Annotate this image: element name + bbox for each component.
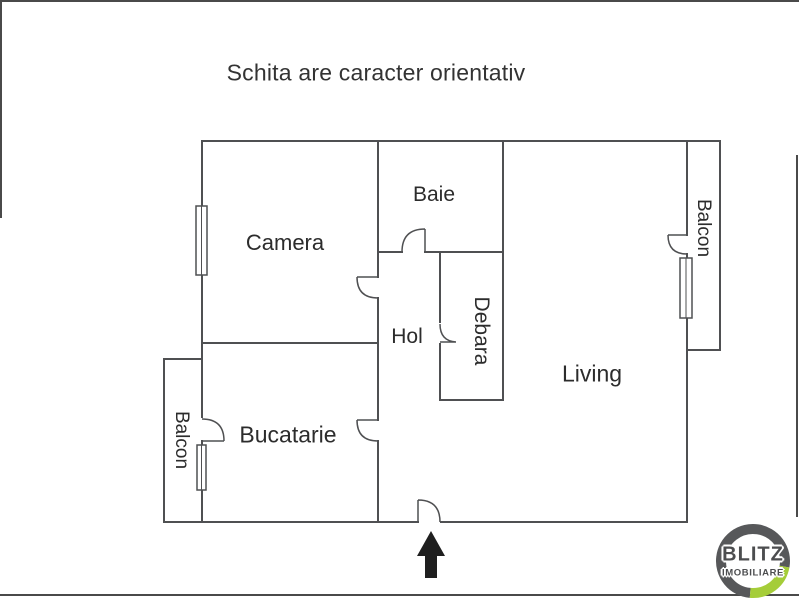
- image-border-right: [796, 155, 798, 517]
- agency-logo: [716, 524, 790, 598]
- room-label-living: Living: [561, 360, 623, 387]
- room-label-balcon-left: Balcon: [171, 410, 192, 470]
- image-border-bottom: [0, 594, 799, 596]
- room-label-baie: Baie: [412, 183, 456, 206]
- room-label-balcon-right: Balcon: [693, 198, 714, 258]
- room-label-camera: Camera: [245, 230, 325, 255]
- door-symbols: [201, 228, 688, 523]
- room-label-debara: Debara: [470, 296, 493, 366]
- room-label-bucatarie: Bucatarie: [239, 421, 337, 448]
- window-bucatarie: [196, 444, 207, 491]
- image-border-top: [0, 0, 799, 2]
- window-camera: [195, 205, 208, 276]
- plan-disclaimer-title: Schita are caracter orientativ: [226, 59, 526, 86]
- window-living: [679, 257, 693, 319]
- image-border-left: [0, 0, 2, 218]
- logo-ring-gray: [716, 524, 790, 598]
- entrance-arrow-icon: [417, 531, 445, 578]
- logo-tagline: IMOBILIARE: [722, 567, 784, 579]
- logo-wordmark: BLITZ: [722, 543, 784, 566]
- room-label-hol: Hol: [391, 325, 423, 348]
- logo-ring-green: [749, 565, 790, 598]
